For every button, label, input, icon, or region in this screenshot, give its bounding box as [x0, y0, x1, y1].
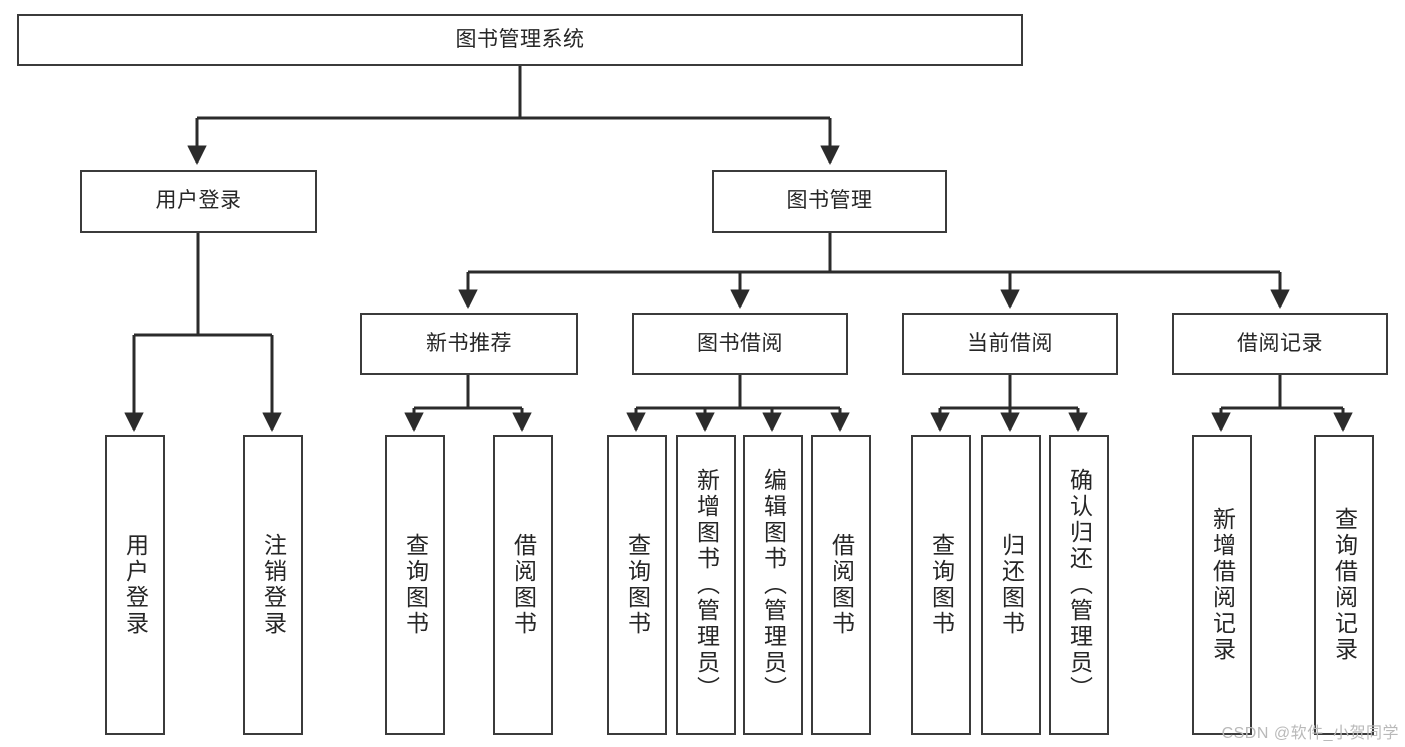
leaf-query-book-2[interactable]: 查询图书 — [607, 435, 667, 735]
leaf-return-book-label: 归还图书 — [998, 533, 1025, 637]
leaf-query-book-1[interactable]: 查询图书 — [385, 435, 445, 735]
leaf-add-book[interactable]: 新增图书（管理员） — [676, 435, 736, 735]
leaf-query-book-3[interactable]: 查询图书 — [911, 435, 971, 735]
watermark: CSDN @软件_小贺同学 — [1221, 725, 1399, 742]
node-borrow-record[interactable]: 借阅记录 — [1172, 313, 1388, 375]
leaf-query-book-2-label: 查询图书 — [624, 533, 651, 637]
leaf-add-book-label: 新增图书（管理员） — [693, 468, 720, 702]
leaf-confirm-return[interactable]: 确认归还（管理员） — [1049, 435, 1109, 735]
node-new-book-recommend[interactable]: 新书推荐 — [360, 313, 578, 375]
node-current-borrow[interactable]: 当前借阅 — [902, 313, 1118, 375]
leaf-edit-book[interactable]: 编辑图书（管理员） — [743, 435, 803, 735]
leaf-return-book[interactable]: 归还图书 — [981, 435, 1041, 735]
leaf-confirm-return-label: 确认归还（管理员） — [1066, 468, 1093, 702]
leaf-query-book-1-label: 查询图书 — [402, 533, 429, 637]
node-book-borrow[interactable]: 图书借阅 — [632, 313, 848, 375]
leaf-add-record[interactable]: 新增借阅记录 — [1192, 435, 1252, 735]
node-current-borrow-label: 当前借阅 — [967, 331, 1053, 355]
leaf-add-record-label: 新增借阅记录 — [1209, 507, 1236, 663]
node-book-borrow-label: 图书借阅 — [697, 331, 783, 355]
leaf-query-record-label: 查询借阅记录 — [1331, 507, 1358, 663]
leaf-user-login[interactable]: 用户登录 — [105, 435, 165, 735]
node-root[interactable]: 图书管理系统 — [17, 14, 1023, 66]
leaf-user-logout[interactable]: 注销登录 — [243, 435, 303, 735]
leaf-query-record[interactable]: 查询借阅记录 — [1314, 435, 1374, 735]
node-new-book-recommend-label: 新书推荐 — [426, 331, 512, 355]
leaf-user-login-label: 用户登录 — [122, 533, 149, 637]
leaf-borrow-book-1-label: 借阅图书 — [510, 533, 537, 637]
node-root-label: 图书管理系统 — [455, 27, 585, 51]
node-borrow-record-label: 借阅记录 — [1237, 331, 1323, 355]
leaf-query-book-3-label: 查询图书 — [928, 533, 955, 637]
node-book-management-label: 图书管理 — [786, 189, 873, 213]
leaf-user-logout-label: 注销登录 — [260, 533, 287, 637]
leaf-edit-book-label: 编辑图书（管理员） — [760, 468, 787, 702]
leaf-borrow-book-2-label: 借阅图书 — [828, 533, 855, 637]
leaf-borrow-book-2[interactable]: 借阅图书 — [811, 435, 871, 735]
node-user-login[interactable]: 用户登录 — [80, 170, 317, 233]
node-user-login-label: 用户登录 — [155, 189, 242, 213]
node-book-management[interactable]: 图书管理 — [712, 170, 947, 233]
leaf-borrow-book-1[interactable]: 借阅图书 — [493, 435, 553, 735]
